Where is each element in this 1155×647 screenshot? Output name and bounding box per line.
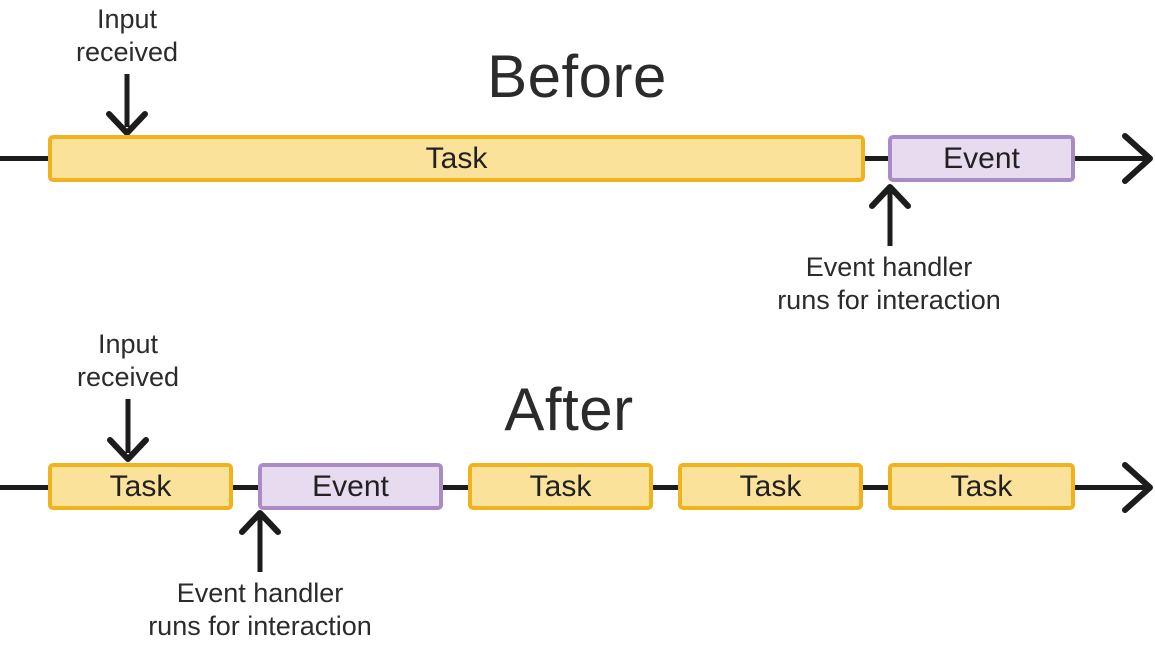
- after-handler-arrow-icon: [239, 510, 281, 572]
- after-task-1-label: Task: [109, 469, 172, 503]
- before-handler-arrow-icon: [869, 184, 911, 246]
- after-task-2-label: Task: [529, 469, 592, 503]
- after-timeline-arrowhead-icon: [1122, 462, 1153, 513]
- before-title: Before: [487, 43, 667, 110]
- before-timeline-arrowhead-icon: [1122, 133, 1153, 184]
- before-event-box: Event: [888, 135, 1075, 182]
- after-task-3-label: Task: [739, 469, 802, 503]
- before-input-arrow-icon: [106, 74, 148, 136]
- before-event-label: Event: [943, 141, 1020, 175]
- after-input-arrow-icon: [107, 399, 149, 462]
- after-event-handler-label: Event handler runs for interaction: [148, 578, 372, 641]
- after-title: After: [504, 376, 634, 443]
- after-task-box-2: Task: [468, 463, 653, 510]
- before-event-handler-label: Event handler runs for interaction: [777, 252, 1001, 315]
- before-task-label: Task: [425, 141, 488, 175]
- after-task-4-label: Task: [950, 469, 1013, 503]
- before-input-received-label: Input received: [75, 4, 179, 67]
- after-task-box-1: Task: [48, 463, 233, 510]
- after-input-received-label: Input received: [76, 329, 180, 392]
- after-task-box-4: Task: [888, 463, 1075, 510]
- after-task-box-3: Task: [678, 463, 863, 510]
- after-event-box: Event: [258, 463, 443, 510]
- after-event-label: Event: [312, 469, 389, 503]
- before-task-box: Task: [48, 135, 865, 182]
